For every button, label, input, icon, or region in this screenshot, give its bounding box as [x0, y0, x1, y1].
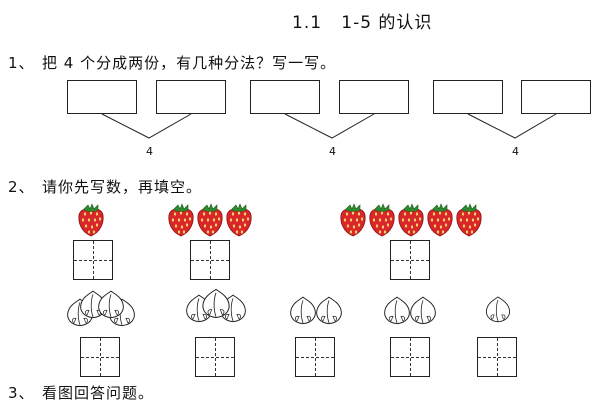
peach-icon — [483, 294, 513, 328]
strawberry-icon — [425, 202, 455, 242]
question-2-number: 2、 — [8, 178, 35, 196]
strawberry-icon — [195, 202, 225, 242]
peach-icon — [199, 286, 233, 324]
write-box-peach-4[interactable] — [80, 337, 120, 377]
peach-icon — [407, 294, 439, 330]
write-box-peach-1[interactable] — [477, 337, 517, 377]
split-3-left-box[interactable] — [433, 80, 503, 114]
peach-icon — [95, 288, 127, 324]
question-1-number: 1、 — [8, 54, 35, 72]
write-box-strawberry-1[interactable] — [73, 240, 113, 280]
split-1-left-box[interactable] — [67, 80, 137, 114]
write-box-peach-2a[interactable] — [295, 337, 335, 377]
strawberry-icon — [454, 202, 484, 242]
question-2: 2、请你先写数，再填空。 — [8, 176, 202, 197]
strawberry-icon — [166, 202, 196, 242]
split-1-total: 4 — [146, 145, 153, 158]
split-3-total: 4 — [512, 145, 519, 158]
question-1-text: 把 4 个分成两份，有几种分法？写一写。 — [42, 54, 337, 72]
peach-icon — [287, 294, 319, 330]
strawberry-icon — [224, 202, 254, 242]
peach-icon — [381, 294, 413, 330]
strawberry-icon — [396, 202, 426, 242]
write-box-peach-3[interactable] — [195, 337, 235, 377]
strawberry-icon — [367, 202, 397, 242]
question-1: 1、把 4 个分成两份，有几种分法？写一写。 — [8, 52, 336, 73]
write-box-peach-2b[interactable] — [390, 337, 430, 377]
split-3-right-box[interactable] — [521, 80, 591, 114]
peach-icon — [313, 294, 345, 330]
strawberry-icon — [338, 202, 368, 242]
page-title: 1.1 1-5 的认识 — [292, 13, 433, 33]
split-2-right-box[interactable] — [339, 80, 409, 114]
split-1-right-box[interactable] — [156, 80, 226, 114]
write-box-strawberry-3[interactable] — [190, 240, 230, 280]
question-3-number: 3、 — [8, 384, 35, 402]
strawberry-icon — [76, 202, 106, 242]
split-2-total: 4 — [329, 145, 336, 158]
question-2-text: 请你先写数，再填空。 — [42, 178, 203, 196]
question-3-text: 看图回答问题。 — [42, 384, 155, 402]
question-3: 3、看图回答问题。 — [8, 382, 154, 403]
split-2-left-box[interactable] — [250, 80, 320, 114]
write-box-strawberry-5[interactable] — [390, 240, 430, 280]
